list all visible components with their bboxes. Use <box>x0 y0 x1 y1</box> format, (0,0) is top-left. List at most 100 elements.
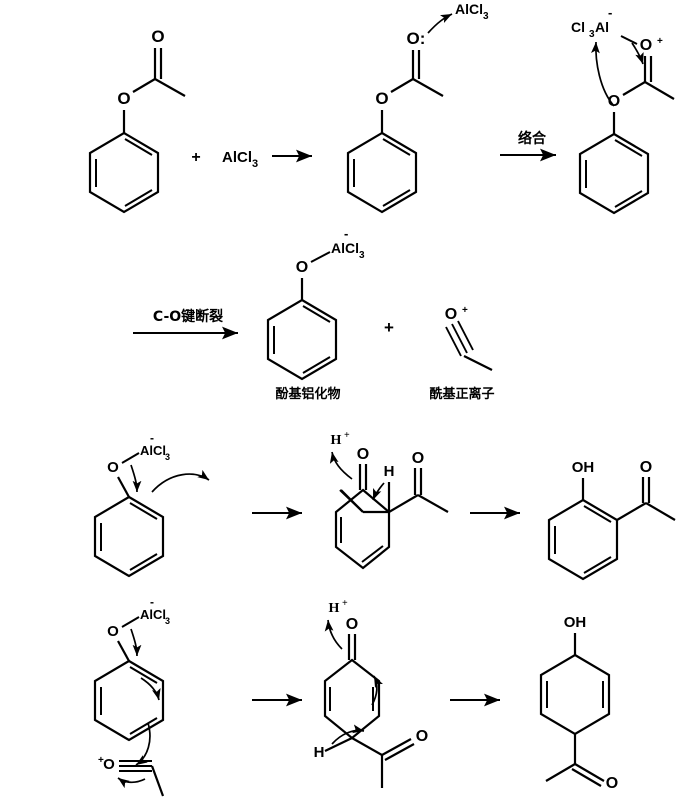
bond-acetyl-o-b <box>384 743 415 761</box>
structure-phenyl-acetate-alcl3-attack: O O: AlCl 3 <box>346 1 489 214</box>
hplus-charge: + <box>342 598 348 609</box>
cyclohexadiene-ring <box>339 489 389 514</box>
cl3al-cl: Cl <box>571 19 585 35</box>
curved-arrow-ring-to-carbonyl <box>371 675 383 706</box>
curved-arrow-to-hplus <box>329 451 353 480</box>
alcl3-label: AlCl <box>140 443 166 458</box>
alcl3-subscript: 3 <box>165 452 170 462</box>
curved-arrow-ch-to-ring <box>372 482 385 501</box>
atom-label-acetyl-o: O <box>640 459 652 476</box>
hplus-charge: + <box>344 430 350 441</box>
atom-label-h: H <box>314 744 325 761</box>
bond-o-carbonyl-c <box>132 78 156 93</box>
curved-arrow-o-to-al <box>591 41 615 107</box>
atom-label-carbonyl-o: O <box>151 27 164 46</box>
alcl3-label: AlCl <box>331 240 359 256</box>
label-h-plus: H + <box>331 430 350 448</box>
bond-acetyl-o-a <box>381 738 412 756</box>
alcl3-subscript: 3 <box>359 250 365 261</box>
structure-phenoxy-aluminate: O AlCl 3 - <box>266 226 365 381</box>
charge-plus-acylium: + <box>98 755 104 766</box>
structure-phenoxy-aluminate-ortho-attack: O AlCl 3 - <box>93 431 210 578</box>
label-alcl3: AlCl 3 - <box>331 226 365 261</box>
charge-minus-al: - <box>150 431 154 445</box>
bond-c-acetyl <box>351 737 383 756</box>
atom-label-oh: OH <box>572 459 595 476</box>
caption-phenoxy-aluminate: 酚基铝化物 <box>275 386 340 402</box>
charge-minus-al: - <box>150 595 154 609</box>
benzene-ring <box>346 131 418 214</box>
bond-o-al <box>121 452 140 464</box>
atom-label-phenoxide-o: O <box>107 623 119 640</box>
bond-c-methyl <box>154 78 186 97</box>
reagent-alcl3: AlCl 3 <box>222 149 258 170</box>
plus-sign-reagent: + <box>191 149 200 166</box>
curved-arrow-ch-to-ring <box>331 724 365 745</box>
curved-arrow-ring-to-acylium <box>135 722 151 766</box>
curved-arrow-to-hplus <box>324 619 343 650</box>
alcl3-subscript: 3 <box>483 11 489 22</box>
bond-c-h <box>324 737 353 752</box>
bond-c-methyl <box>150 765 165 797</box>
bond-o-phenyl <box>117 640 130 662</box>
curved-arrow-ring-shift <box>140 677 161 701</box>
bond-c-acetyl <box>616 502 647 521</box>
curved-arrow-ring-to-acylium <box>151 469 210 493</box>
atom-label-carbonyl-o-lonepair: O: <box>407 29 426 48</box>
atom-label-ester-o: O <box>608 93 620 110</box>
bond-o-carbonyl-c <box>390 78 414 93</box>
bond-o-al <box>310 251 331 263</box>
atom-label-acylium-o: O <box>445 306 457 323</box>
atom-label-acetyl-o: O <box>412 450 424 467</box>
charge-plus-oxygen: + <box>657 36 663 47</box>
structure-phenoxy-aluminate-para-attack: O AlCl 3 - O + <box>93 595 170 797</box>
atom-label-ester-o: O <box>375 89 388 108</box>
curved-arrow-o-to-ring <box>130 628 142 657</box>
reaction-arrow-3-group: C-O键断裂 <box>133 308 238 340</box>
plus-sign-products: + <box>384 318 394 337</box>
atom-label-dienone-o: O <box>357 446 369 463</box>
reagent-alcl3-label: AlCl <box>222 149 252 166</box>
atom-label-oh: OH <box>564 614 587 631</box>
charge-plus-acylium: + <box>462 305 468 316</box>
reaction-arrow-2-group: 络合 <box>500 130 556 162</box>
atom-label-acetyl-o: O <box>606 775 618 792</box>
benzene-ring <box>88 131 160 214</box>
label-alcl3: AlCl 3 - <box>140 431 170 462</box>
alcl3-label: AlCl <box>455 1 483 17</box>
atom-label-oxocarbenium-o: O <box>640 37 652 54</box>
curved-arrow-pi-to-o <box>631 42 644 65</box>
bond-triple-b <box>451 323 468 354</box>
charge-minus-al: - <box>344 226 348 241</box>
bond-acetyl-methyl <box>645 502 676 521</box>
atom-label-phenoxide-o: O <box>296 259 308 276</box>
atom-label-phenoxide-o: O <box>107 459 119 476</box>
label-cl3al: Cl 3 Al - <box>571 5 612 40</box>
curved-arrow-lonepair-to-al <box>427 13 453 34</box>
bond-acetyl-methyl <box>545 763 576 782</box>
atom-label-h: H <box>384 463 395 480</box>
benzene-ring <box>266 298 338 381</box>
bond-o-phenyl <box>117 476 130 498</box>
atom-label-ester-o: O <box>117 89 130 108</box>
bond-c-acetyl <box>388 494 419 513</box>
atom-label-dienone-o: O <box>346 616 358 633</box>
structure-para-cyclohexadienone-intermediate: O H O H + <box>314 598 428 788</box>
benzene-ring <box>578 132 650 215</box>
bond-triple-a <box>445 326 462 357</box>
charge-minus-al: - <box>608 5 612 20</box>
caption-acylium-ion: 酰基正离子 <box>429 386 494 402</box>
bond-acetyl-o-b <box>571 768 602 787</box>
bond-triple-c <box>457 320 474 351</box>
arrow-label-complexation: 络合 <box>518 130 547 147</box>
alcl3-label: AlCl <box>140 607 166 622</box>
hplus-label: H <box>331 433 342 448</box>
structure-2-hydroxyacetophenone: OH O <box>547 459 676 581</box>
atom-label-acylium-o: O <box>103 756 115 773</box>
bond-c-methyl <box>412 78 444 97</box>
curved-arrow-acylium-pi <box>117 777 146 789</box>
structure-4-hydroxyacetophenone: OH O <box>539 614 618 792</box>
bond-acetyl-o-a <box>574 763 605 782</box>
